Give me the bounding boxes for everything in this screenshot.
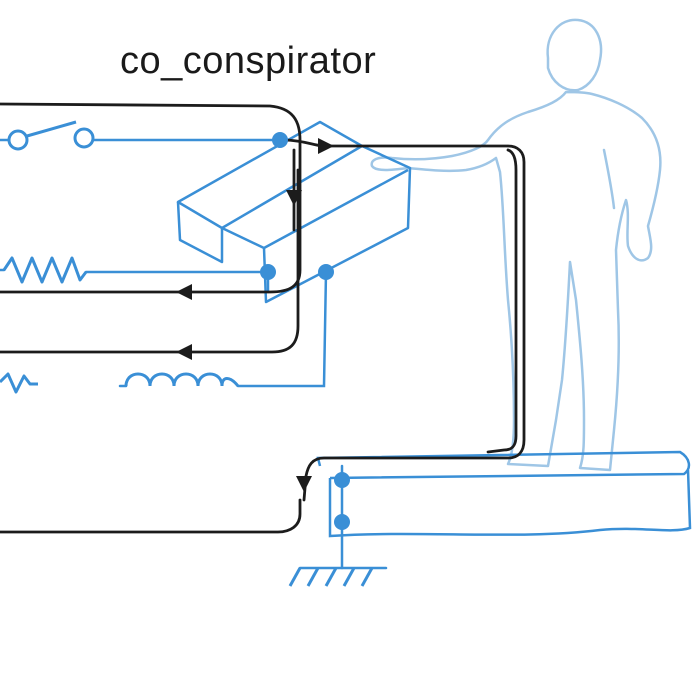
node-bracket-right — [318, 264, 334, 280]
resistor-icon — [2, 256, 88, 284]
inductor-icon — [124, 372, 240, 387]
floor-platform — [316, 450, 692, 538]
node-platform — [334, 472, 350, 488]
direction-arrow-icon — [176, 138, 334, 492]
ground-icon — [288, 567, 374, 587]
node-bracket-left — [260, 264, 276, 280]
circuit-wires — [0, 138, 388, 570]
current-path — [0, 102, 526, 534]
connection-nodes — [260, 132, 350, 530]
switch-icon — [7, 120, 95, 151]
diagram-title: co_conspirator — [120, 40, 377, 82]
node-ground — [334, 514, 350, 530]
resistor-icon-partial — [0, 372, 38, 394]
node-bracket-top — [272, 132, 288, 148]
